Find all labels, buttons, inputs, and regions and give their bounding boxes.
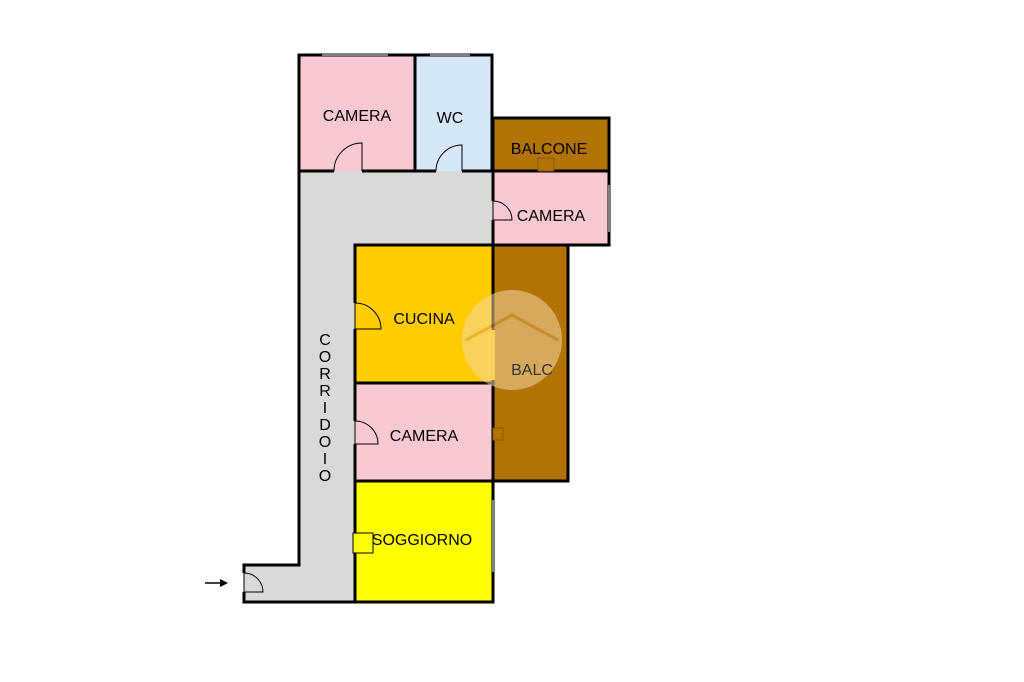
corridoio-letter: I bbox=[323, 451, 327, 468]
label-soggiorno: SOGGIORNO bbox=[372, 532, 472, 549]
label-balc: BALC bbox=[511, 362, 553, 379]
label-wc: WC bbox=[437, 110, 464, 127]
corridoio-letter: D bbox=[319, 417, 331, 434]
door-camera-middle bbox=[353, 420, 379, 445]
door-cucina bbox=[353, 302, 382, 330]
corridoio-letter: O bbox=[319, 434, 331, 451]
label-balcone: BALCONE bbox=[511, 141, 587, 158]
corridoio-letter: R bbox=[319, 383, 331, 400]
corridoio-letter: R bbox=[319, 366, 331, 383]
door-camera-balc bbox=[492, 427, 504, 441]
label-camera-middle: CAMERA bbox=[390, 428, 459, 445]
door-entrance bbox=[242, 572, 264, 593]
label-camera-top: CAMERA bbox=[323, 108, 392, 125]
corridoio-letter: C bbox=[319, 332, 331, 349]
door-balcone bbox=[537, 157, 555, 172]
door-soggiorno bbox=[352, 532, 374, 554]
room-camera-middle bbox=[353, 381, 495, 483]
label-corridoio: C O R R I D O I O bbox=[319, 332, 331, 485]
door-camera-top bbox=[333, 142, 363, 173]
room-soggiorno bbox=[353, 479, 495, 604]
door-camera-right bbox=[491, 200, 513, 221]
corridoio-letter: I bbox=[323, 400, 327, 417]
window-marks bbox=[322, 54, 610, 572]
label-cucina: CUCINA bbox=[393, 311, 455, 328]
door-wc bbox=[435, 144, 463, 173]
arrow-right-icon bbox=[205, 579, 228, 587]
label-camera-right: CAMERA bbox=[517, 208, 586, 225]
corridoio-letter: O bbox=[319, 468, 331, 485]
watermark-logo bbox=[462, 290, 562, 390]
corridoio-letter: O bbox=[319, 349, 331, 366]
